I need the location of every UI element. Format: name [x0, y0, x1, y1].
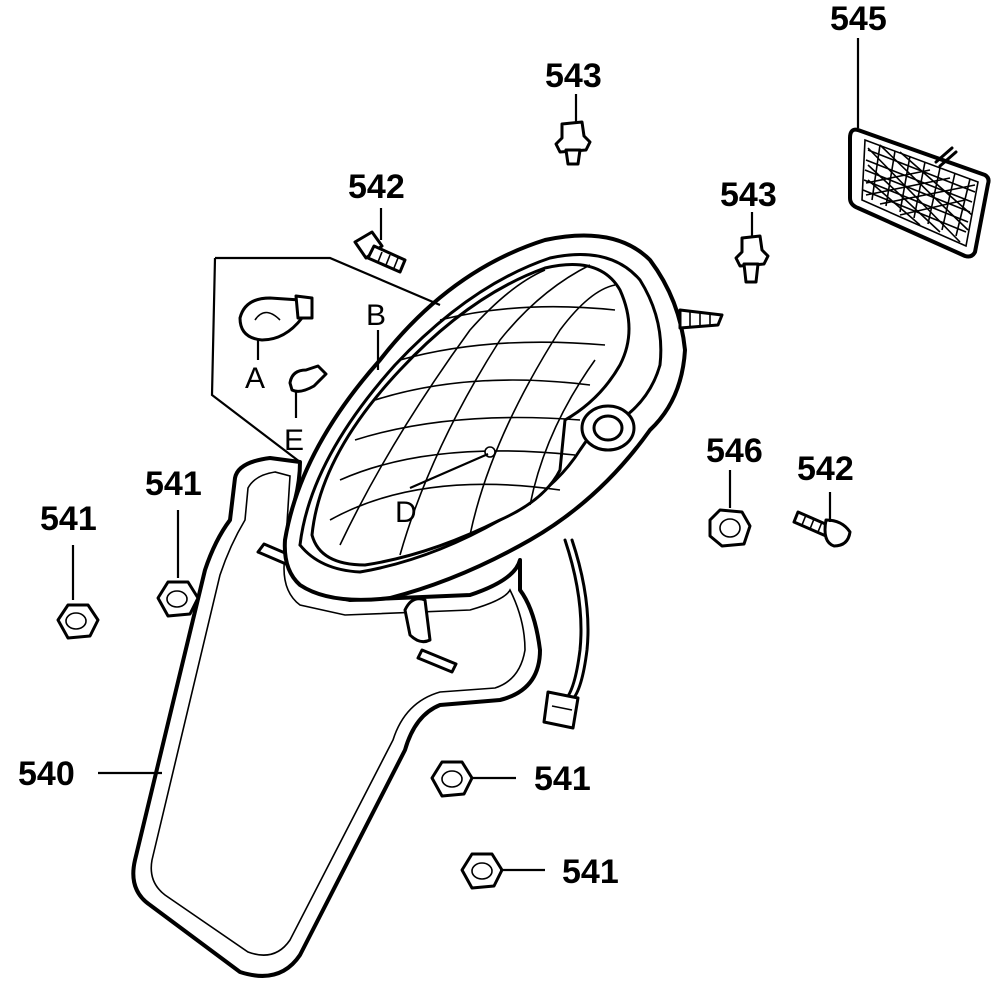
screw-543-right: [734, 234, 770, 284]
leader-lines: [71, 38, 860, 872]
nut-541-mid: [156, 580, 200, 618]
bolt-542-top: [353, 230, 407, 274]
letter-e: E: [284, 424, 304, 457]
callout-543-right: 543: [720, 176, 777, 214]
letter-d: D: [395, 496, 417, 529]
nut-541-lower1: [430, 760, 474, 798]
nut-541-lower2: [460, 852, 504, 890]
callout-543-top: 543: [545, 57, 602, 95]
nut-541-left: [56, 603, 100, 640]
callout-540: 540: [18, 755, 75, 793]
callout-546: 546: [706, 432, 763, 470]
bulb-a-icon: [238, 294, 314, 360]
bolt-542-right: [792, 510, 852, 548]
bulb-callout-frame: [210, 256, 441, 463]
reflector-545: [848, 127, 991, 259]
screw-543-top: [554, 120, 592, 166]
callout-541-mid: 541: [145, 465, 202, 503]
bulb-e-icon: [288, 364, 328, 418]
callout-541-lower1: 541: [534, 760, 591, 798]
collar-546: [708, 508, 752, 548]
callout-541-left: 541: [40, 500, 97, 538]
callout-545: 545: [830, 0, 887, 38]
tail-lamp-housing: [282, 233, 724, 730]
callout-542-right: 542: [797, 450, 854, 488]
callout-541-lower2: 541: [562, 853, 619, 891]
letter-b: B: [366, 299, 386, 332]
callout-542-top: 542: [348, 168, 405, 206]
letter-a: A: [245, 362, 265, 395]
